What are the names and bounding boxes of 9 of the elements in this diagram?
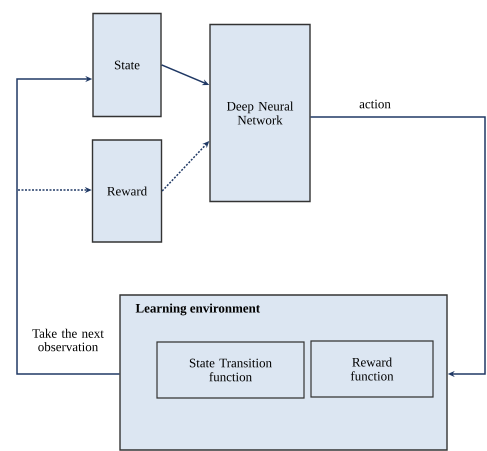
- arrow: [310, 116, 486, 378]
- edge-label: Take the next observation: [32, 328, 104, 352]
- function-box: Reward function: [310, 340, 434, 398]
- network-box: Deep Neural Network: [209, 24, 311, 202]
- function-box: State Transition function: [156, 341, 305, 399]
- edge-label: action: [360, 100, 391, 108]
- input-box: State: [92, 12, 162, 118]
- input-box: Reward: [92, 139, 162, 243]
- arrow: [16, 76, 120, 375]
